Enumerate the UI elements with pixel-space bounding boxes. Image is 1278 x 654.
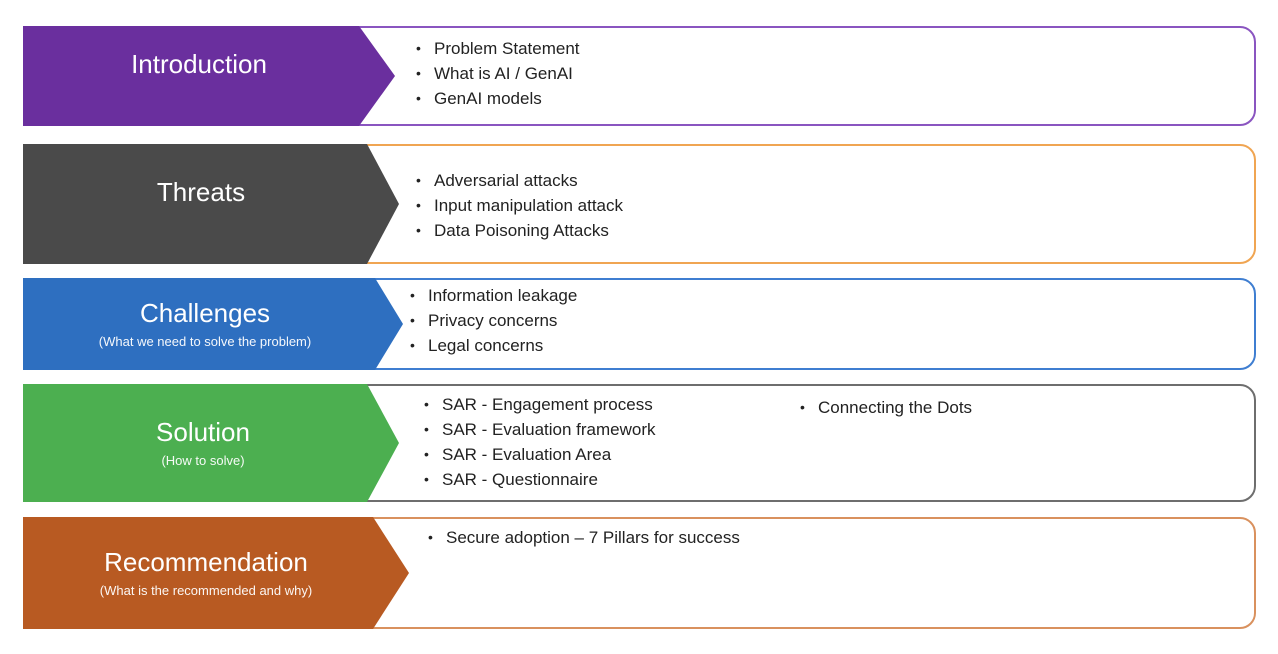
list-item: Connecting the Dots: [796, 395, 972, 420]
list-item: GenAI models: [412, 86, 580, 111]
list-item: Secure adoption – 7 Pillars for success: [424, 525, 740, 550]
section-introduction: Introduction Problem Statement What is A…: [0, 26, 1278, 128]
list-item: Information leakage: [406, 283, 577, 308]
section-subtitle: (What is the recommended and why): [99, 582, 313, 598]
section-label: Threats: [23, 144, 379, 240]
section-title: Threats: [156, 176, 246, 207]
section-recommendation: Recommendation (What is the recommended …: [0, 517, 1278, 631]
list-item: SAR - Engagement process: [420, 392, 656, 417]
bullet-list: SAR - Engagement process SAR - Evaluatio…: [420, 392, 656, 492]
bullet-list: Adversarial attacks Input manipulation a…: [412, 168, 623, 243]
section-title: Introduction: [131, 48, 267, 79]
bullet-list-right: Connecting the Dots: [796, 395, 972, 420]
list-item: Privacy concerns: [406, 308, 577, 333]
bullet-list: Secure adoption – 7 Pillars for success: [424, 525, 740, 550]
section-label: Solution (How to solve): [23, 384, 383, 502]
section-subtitle: (What we need to solve the problem): [98, 333, 312, 349]
list-item: Input manipulation attack: [412, 193, 623, 218]
bullet-list: Information leakage Privacy concerns Leg…: [406, 283, 577, 358]
chevron-shape: [23, 144, 399, 264]
list-item: SAR - Evaluation Area: [420, 442, 656, 467]
list-item: SAR - Evaluation framework: [420, 417, 656, 442]
list-item: What is AI / GenAI: [412, 61, 580, 86]
chevron-shape: [23, 384, 399, 502]
bullet-list: Problem Statement What is AI / GenAI Gen…: [412, 36, 580, 111]
section-title: Solution: [156, 417, 250, 448]
list-item: Data Poisoning Attacks: [412, 218, 623, 243]
section-solution: Solution (How to solve) SAR - Engagement…: [0, 384, 1278, 504]
section-title: Recommendation: [104, 547, 308, 578]
section-subtitle: (How to solve): [161, 452, 245, 468]
list-item: Legal concerns: [406, 333, 577, 358]
chevron-shape: [23, 26, 395, 126]
section-title: Challenges: [139, 298, 271, 329]
list-item: Problem Statement: [412, 36, 580, 61]
section-challenges: Challenges (What we need to solve the pr…: [0, 278, 1278, 372]
section-threats: Threats Adversarial attacks Input manipu…: [0, 144, 1278, 266]
list-item: Adversarial attacks: [412, 168, 623, 193]
section-label: Recommendation (What is the recommended …: [23, 517, 389, 629]
chevron-shape: [23, 278, 403, 370]
chevron-shape: [23, 517, 409, 629]
list-item: SAR - Questionnaire: [420, 467, 656, 492]
section-label: Challenges (What we need to solve the pr…: [23, 278, 387, 370]
section-label: Introduction: [23, 26, 375, 102]
